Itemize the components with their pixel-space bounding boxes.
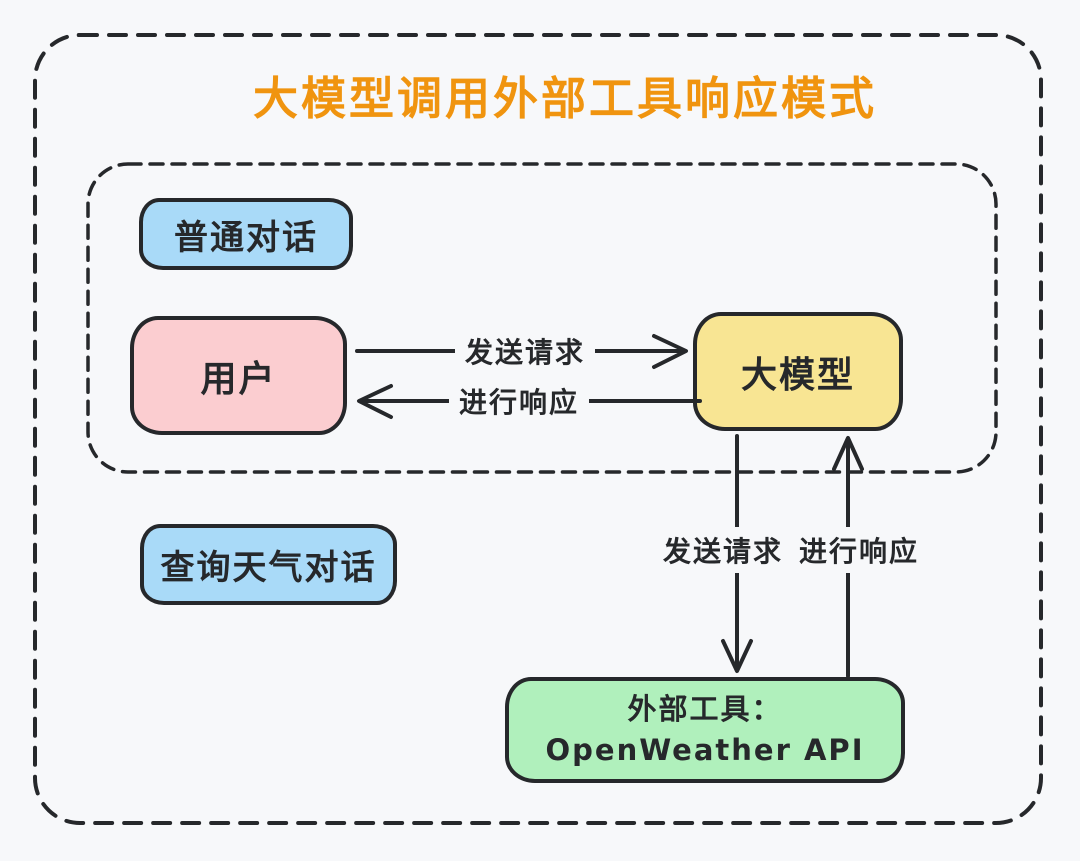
page-title: 大模型调用外部工具响应模式 bbox=[252, 72, 878, 125]
node-weather-chat-label: 查询天气对话 bbox=[160, 548, 377, 588]
node-normal-chat-label: 普通对话 bbox=[174, 217, 318, 258]
edge-label-send-request-top: 发送请求 bbox=[454, 328, 596, 374]
edge-label-send-request-bottom: 发送请求 bbox=[662, 535, 783, 568]
edge-label-respond-top: 进行响应 bbox=[448, 378, 590, 424]
edge-label-respond-bottom: 进行响应 bbox=[799, 535, 920, 568]
node-external-tool: 外部工具： OpenWeather API bbox=[505, 677, 905, 783]
edge-label-bottom: 发送请求 进行响应 bbox=[652, 527, 930, 573]
node-weather-chat: 查询天气对话 bbox=[140, 524, 397, 605]
node-user-label: 用户 bbox=[200, 358, 277, 400]
node-external-tool-label-line1: 外部工具： bbox=[627, 692, 783, 727]
node-external-tool-label-line2: OpenWeather API bbox=[545, 733, 865, 767]
node-model-label: 大模型 bbox=[740, 354, 855, 396]
node-user: 用户 bbox=[130, 316, 347, 435]
node-normal-chat: 普通对话 bbox=[139, 198, 353, 270]
node-model: 大模型 bbox=[693, 312, 903, 431]
